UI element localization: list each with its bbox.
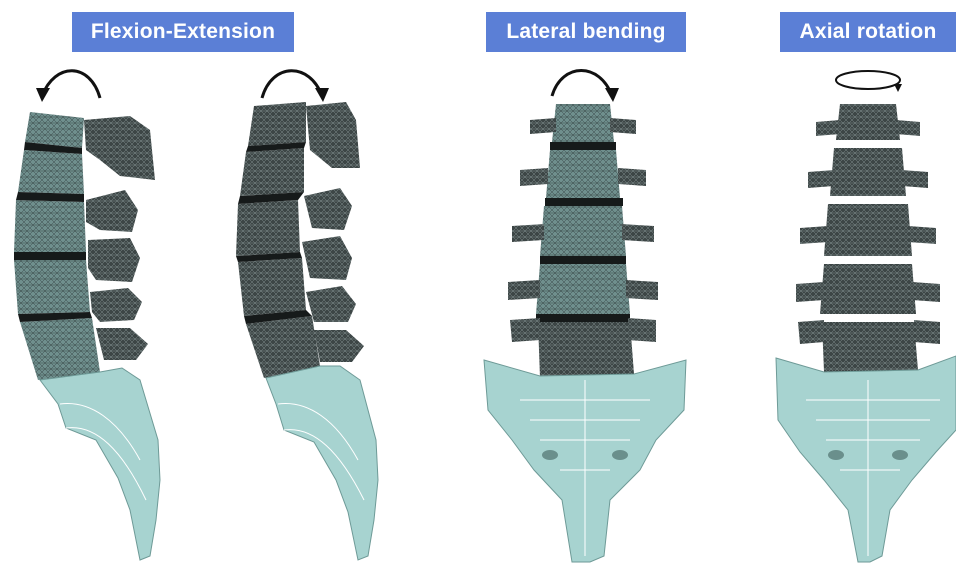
axial-rotation-spine-model: [776, 71, 956, 562]
lateral-bending-spine-model: [484, 71, 686, 563]
flexion-spine-model: [14, 71, 160, 560]
flexion-arrow-icon: [42, 71, 100, 98]
axial-rotation-arrow-icon: [836, 71, 900, 89]
extension-spine-model: [236, 71, 378, 560]
lateral-bending-arrow-icon: [552, 71, 612, 97]
extension-arrow-icon: [262, 71, 322, 98]
